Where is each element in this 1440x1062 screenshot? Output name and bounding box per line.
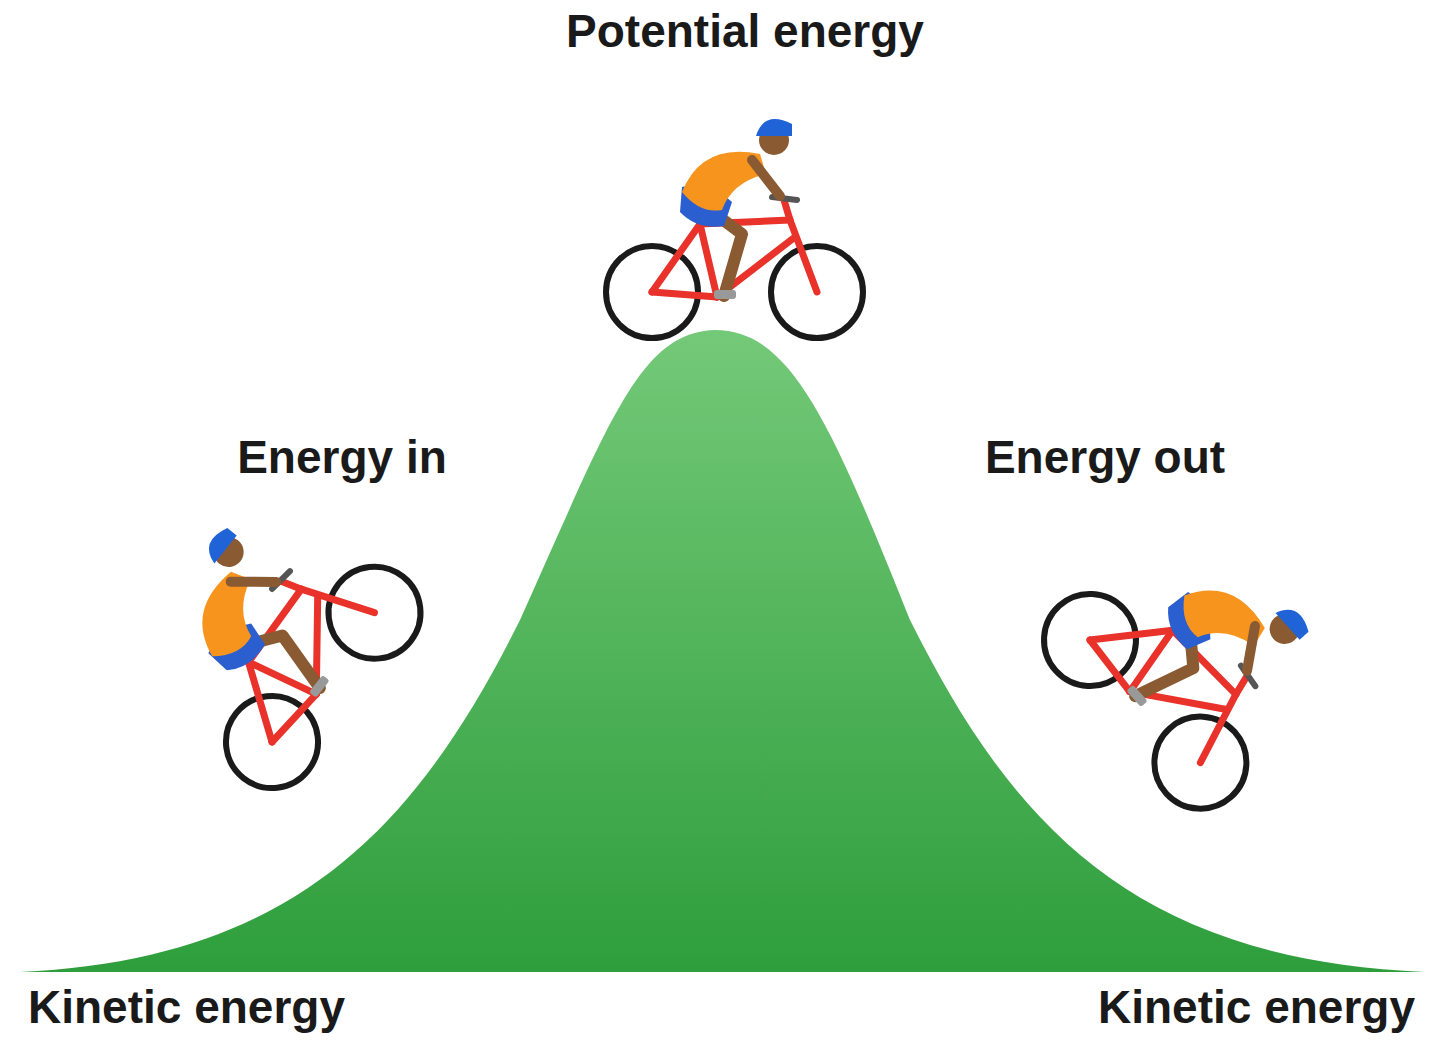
- base-label: Kinetic energy: [28, 982, 345, 1033]
- slope-label: Energy in: [237, 432, 447, 483]
- base-label: Kinetic energy: [1098, 982, 1415, 1033]
- peak-label: Potential energy: [566, 6, 924, 57]
- slope-label: Energy out: [985, 432, 1225, 483]
